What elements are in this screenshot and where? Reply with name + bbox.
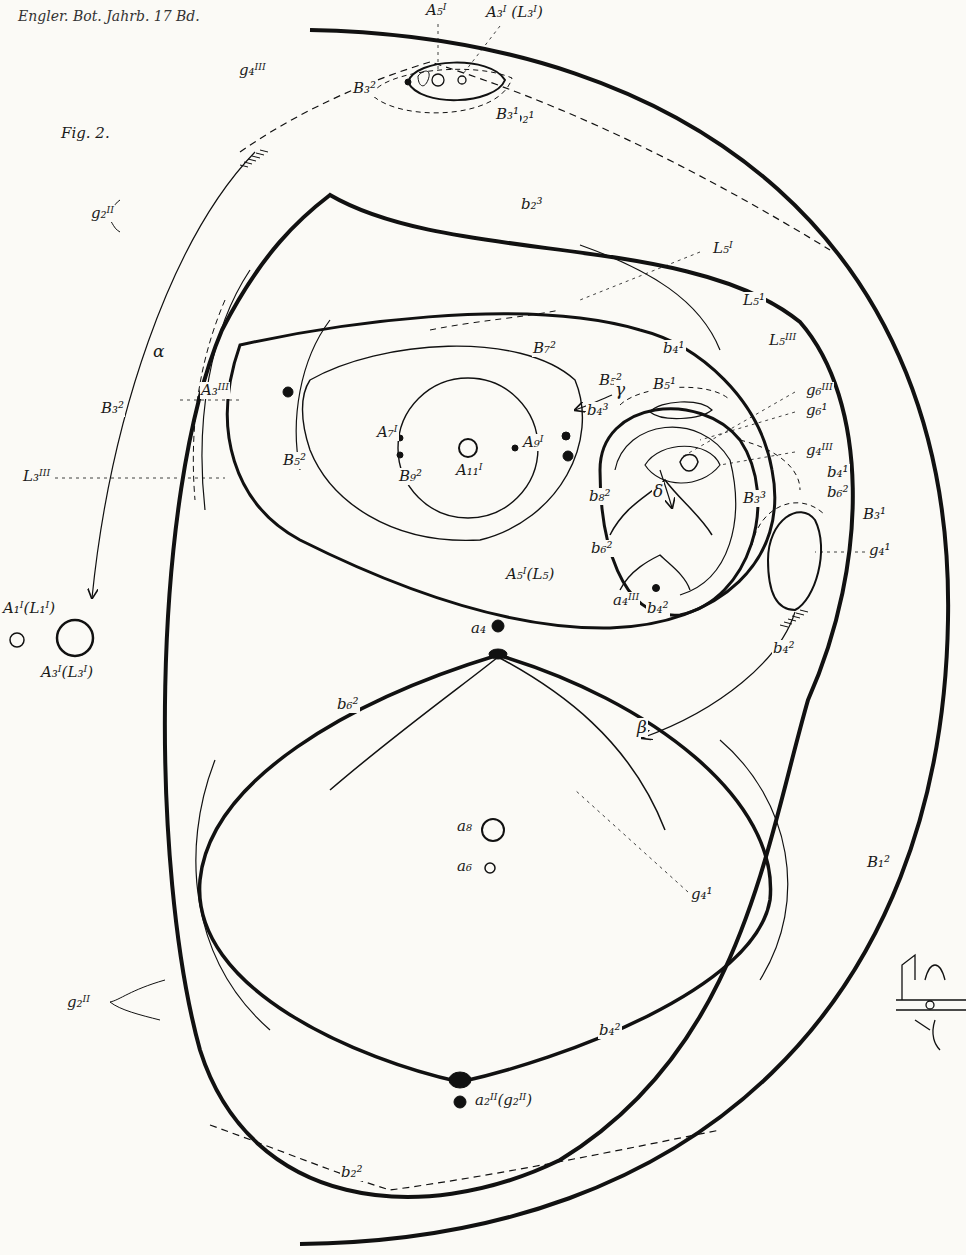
organ-label: g₄¹ <box>690 886 714 903</box>
organ-label: g₂ᴵᴵ <box>90 205 115 222</box>
feather-stroke <box>788 619 796 621</box>
feather-stroke <box>252 156 260 158</box>
organ-label: B₃¹ <box>862 506 887 523</box>
organ-label: B₁² <box>866 854 891 871</box>
organ-label: B₇² <box>532 340 557 357</box>
organ-label: g₄¹ <box>868 542 892 559</box>
organ-label: b₄² <box>646 600 670 617</box>
organ-label: B₃² <box>352 80 377 97</box>
journal-header: Engler. Bot. Jahrb. 17 Bd. <box>18 8 200 24</box>
organ-label: B₉² <box>398 468 423 485</box>
feather-stroke <box>796 613 804 615</box>
organ-label: b₄³ <box>586 402 610 419</box>
organ-label: B₃¹ <box>495 106 520 123</box>
organ-label: b₂³ <box>520 196 544 213</box>
organ-label: g₂ᴵᴵ <box>66 994 91 1011</box>
organ-label: B₅¹ <box>652 376 677 393</box>
feather-stroke <box>240 165 248 167</box>
feather-stroke <box>780 625 788 627</box>
organ-label: L₅¹ <box>742 292 766 309</box>
arrow-letter: δ <box>652 482 664 501</box>
figure-number: Fig. 2. <box>60 125 111 142</box>
arrow-letter: γ <box>614 380 626 399</box>
feather-stroke <box>256 153 264 155</box>
organ-label: A₁₁ᴵ <box>455 462 484 479</box>
organ-label: A₇ᴵ <box>376 424 399 441</box>
organ-label: b₄¹ <box>826 464 850 481</box>
organ-label: A₃ᴵᴵᴵ <box>200 382 230 399</box>
feather-stroke <box>792 616 800 618</box>
organ-label: b₆² <box>590 540 614 557</box>
organ-label: B₅² <box>282 452 307 469</box>
arrow-letter: β <box>636 718 648 737</box>
organ-label: b₄¹ <box>662 340 686 357</box>
organ-label: L₅ᴵ <box>712 240 734 257</box>
organ-label: b₈² <box>588 488 612 505</box>
feather-stroke <box>784 622 792 624</box>
organ-label: b₄² <box>598 1022 622 1039</box>
organ-label: A₃ᴵ(L₃ᴵ) <box>40 664 94 681</box>
organ-label: B₃² <box>100 400 125 417</box>
organ-label: a₂ᴵᴵ(g₂ᴵᴵ) <box>474 1092 533 1109</box>
organ-label: b₂² <box>340 1164 364 1181</box>
organ-label: A₁ᴵ(L₁ᴵ) <box>2 600 56 617</box>
organ-label: A₃ᴵ (L₃ᴵ) <box>485 4 544 21</box>
feather-stroke <box>260 150 268 152</box>
organ-label: b₆² <box>826 484 850 501</box>
organ-label: A₅ᴵ <box>425 2 448 19</box>
feather-stroke <box>248 159 256 161</box>
organ-label: a₈ <box>456 818 473 835</box>
feather-stroke <box>800 610 808 612</box>
organ-label: b₄² <box>772 640 796 657</box>
organ-label: L₅ᴵᴵᴵ <box>768 332 797 349</box>
organ-label: g₆¹ <box>805 402 829 419</box>
organ-label: a₆ <box>456 858 473 875</box>
organ-label: a₄ <box>470 620 487 637</box>
organ-label: b₆² <box>336 696 360 713</box>
organ-label: A₅ᴵ(L₅) <box>505 566 555 583</box>
organ-label: g₄ᴵᴵᴵ <box>238 62 267 79</box>
organ-label: g₆ᴵᴵᴵ <box>805 382 834 399</box>
organ-label: g₄ᴵᴵᴵ <box>805 442 834 459</box>
organ-label: B₃³ <box>742 490 767 507</box>
organ-label: L₃ᴵᴵᴵ <box>22 468 51 485</box>
organ-label: a₄ᴵᴵᴵ <box>612 592 640 609</box>
organ-label: A₉ᴵ <box>522 434 545 451</box>
arrow-letter: α <box>152 342 165 361</box>
feather-stroke <box>244 162 252 164</box>
